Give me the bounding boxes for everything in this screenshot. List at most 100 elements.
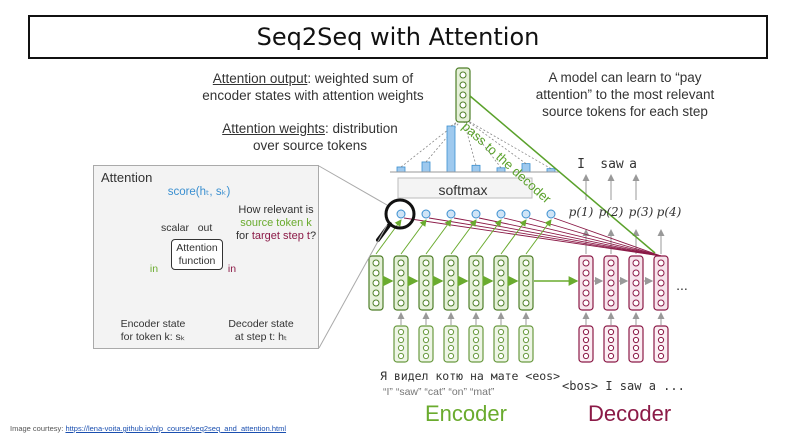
encoder-state-5-unit [472, 269, 480, 277]
decoder-state-3-unit [632, 259, 640, 267]
encoder-state-3-unit [422, 279, 430, 287]
score-query-line [503, 217, 662, 257]
decoder-embedding-2-unit [607, 344, 615, 352]
attention-weights-term: Attention weights [222, 121, 325, 136]
score-node-3 [446, 209, 456, 219]
out-label: out [197, 222, 213, 234]
decoder-embedding-1 [578, 325, 594, 363]
encoder-state-line2: for token k: sₖ [120, 331, 186, 343]
pass-to-decoder-arrow [469, 95, 656, 254]
encoder-state-1-unit [372, 269, 380, 277]
model-line1: A model can learn to “pay [548, 70, 702, 85]
decoder-embedding-2-unit [607, 352, 615, 360]
score-node-6 [521, 209, 531, 219]
encoder-state-3-unit [422, 259, 430, 267]
decoder-state-caption: Decoder state at step t: hₜ [212, 318, 310, 344]
decoder-state-4-unit [657, 289, 665, 297]
decoder-embedding-3-unit [632, 344, 640, 352]
encoder-embedding-6-unit [522, 336, 530, 344]
zoom-line-top [318, 165, 388, 206]
encoder-label: Encoder [425, 401, 507, 426]
decoder-state-2-unit [607, 269, 615, 277]
attention-weight-bar-7 [546, 168, 556, 173]
encoder-embedding-2-unit [422, 328, 430, 336]
encoder-state-4-unit [447, 289, 455, 297]
encoder-state-5-unit [472, 279, 480, 287]
decoder-state-1-unit [582, 269, 590, 277]
source-tokens: Я видел котю на мате <eos> [380, 369, 561, 383]
courtesy-prefix: Image courtesy: [10, 424, 66, 433]
encoder-embedding-6-unit [522, 344, 530, 352]
weight-to-output-line [462, 117, 552, 170]
attention-function-box: Attention function [171, 239, 223, 270]
encoder-state-7-unit [522, 269, 530, 277]
encoder-embedding-2 [418, 325, 434, 363]
output-word-1: I [577, 157, 585, 172]
score-key-arrow [500, 219, 527, 255]
score-query-line [453, 217, 662, 257]
encoder-state-7-unit [522, 279, 530, 287]
attention-panel-title: Attention [101, 170, 153, 185]
attention-weight-bar-4 [471, 164, 481, 173]
courtesy-link[interactable]: https://lena-voita.github.io/nlp_course/… [65, 424, 287, 433]
encoder-state-6-unit [497, 299, 505, 307]
decoder-state-3-unit [632, 269, 640, 277]
decoder-embedding-2-unit [607, 328, 615, 336]
encoder-state-6-unit [497, 279, 505, 287]
attention-output-annotation: Attention output: weighted sum of encode… [178, 70, 448, 104]
score-key-arrow [375, 219, 402, 255]
encoder-state-4-unit [447, 269, 455, 277]
encoder-embedding-1-unit [397, 328, 405, 336]
score-key-arrow [400, 219, 427, 255]
decoder-state-2-unit [607, 299, 615, 307]
attention-weights-rest: : distribution [325, 121, 398, 136]
decoder-embedding-3 [628, 325, 644, 363]
in-left-label: in [149, 263, 159, 275]
attention-weight-bar-2 [421, 161, 431, 173]
encoder-embedding-4-unit [472, 328, 480, 336]
weight-to-output-line [425, 117, 464, 163]
encoder-embedding-3-unit [447, 336, 455, 344]
decoder-state-2-unit [607, 259, 615, 267]
target-tokens: <bos> I saw a ... [562, 379, 685, 393]
page-title: Seq2Seq with Attention [256, 23, 540, 51]
encoder-embedding-2-unit [422, 336, 430, 344]
encoder-state-1-unit [372, 299, 380, 307]
question-line2: source token k [240, 217, 312, 229]
model-line3: source tokens for each step [542, 104, 708, 119]
score-key-arrow [450, 219, 477, 255]
softmax-label: softmax [438, 182, 488, 198]
encoder-embedding-6-unit [522, 352, 530, 360]
decoder-embedding-1-unit [582, 344, 590, 352]
encoder-embedding-5 [493, 325, 509, 363]
decoder-embedding-4-unit [657, 344, 665, 352]
encoder-state-6-unit [497, 259, 505, 267]
model-annotation: A model can learn to “pay attention” to … [515, 69, 735, 120]
question-line1: How relevant is [238, 204, 314, 216]
decoder-state-3-unit [632, 279, 640, 287]
decoder-embedding-4-unit [657, 336, 665, 344]
decoder-state-1-unit [582, 259, 590, 267]
decoder-embedding-4-unit [657, 328, 665, 336]
encoder-embedding-4-unit [472, 352, 480, 360]
weight-to-output-line [462, 117, 502, 169]
encoder-state-line1: Encoder state [120, 318, 186, 330]
encoder-embedding-4-unit [472, 344, 480, 352]
encoder-embedding-3-unit [447, 344, 455, 352]
softmax-box [397, 177, 533, 199]
decoder-ellipsis: ... [676, 277, 688, 293]
encoder-embedding-1-unit [397, 336, 405, 344]
prob-label-2: p(2) [598, 205, 624, 219]
decoder-embedding-4 [653, 325, 669, 363]
encoder-embedding-3-unit [447, 328, 455, 336]
decoder-embedding-2 [603, 325, 619, 363]
encoder-embedding-2-unit [422, 352, 430, 360]
encoder-state-3-unit [422, 289, 430, 297]
prob-label-1: p(1) [568, 205, 594, 219]
decoder-embedding-2-unit [607, 336, 615, 344]
decoder-embedding-3-unit [632, 328, 640, 336]
decoder-state-1-unit [582, 289, 590, 297]
encoder-embedding-6-unit [522, 328, 530, 336]
decoder-state-2-unit [607, 279, 615, 287]
attention-output-vector-unit [459, 71, 467, 79]
